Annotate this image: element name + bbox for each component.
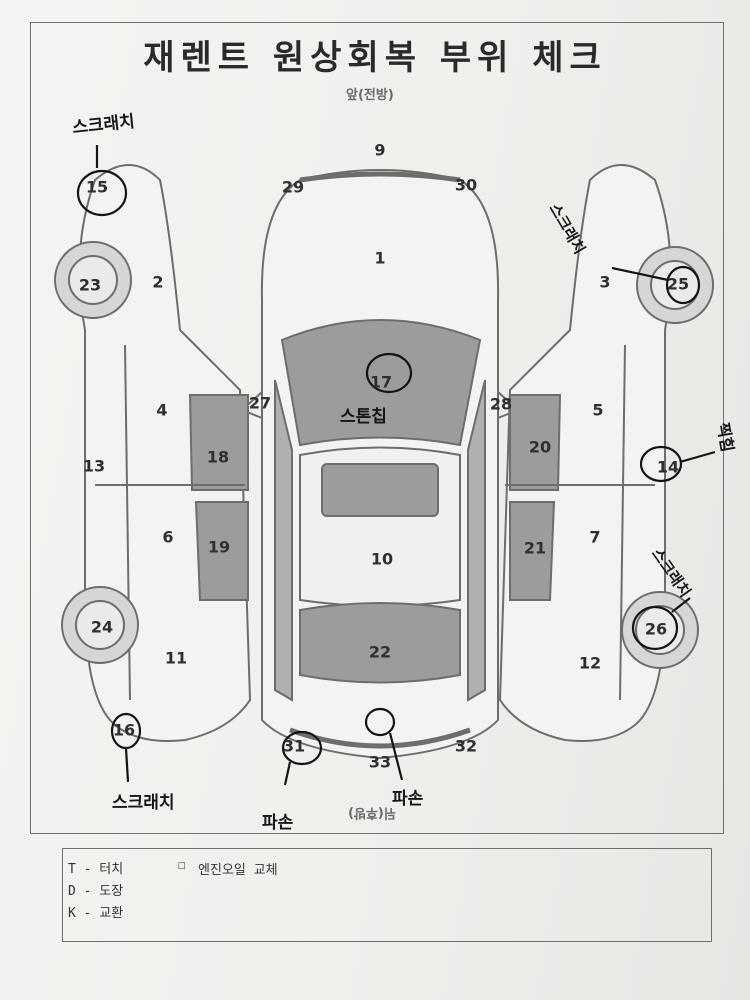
right-front-window-shade <box>509 394 562 491</box>
front-direction-label: 앞(전방) <box>346 88 394 103</box>
ink-annotations <box>76 145 716 786</box>
part-number: 29 <box>281 177 305 197</box>
handwritten-note-31: 파손 <box>262 813 294 833</box>
handwritten-note-16: 스크래치 <box>112 793 175 813</box>
circle-mark-14 <box>639 445 683 483</box>
part-number: 22 <box>368 642 392 662</box>
part-number: 12 <box>578 653 602 673</box>
part-number: 15 <box>85 177 109 197</box>
rear-window-shade <box>299 602 461 684</box>
circle-mark-25 <box>665 265 701 305</box>
part-number: 4 <box>156 400 168 420</box>
part-number: 11 <box>164 648 188 668</box>
part-number: 3 <box>599 272 611 292</box>
part-number: 7 <box>589 527 601 547</box>
car-top-view <box>240 169 520 760</box>
sunroof-shade <box>321 463 439 517</box>
sheet-frame <box>30 22 724 834</box>
part-number: 9 <box>374 140 386 160</box>
part-number: 18 <box>206 447 230 467</box>
handwritten-note-33: 파손 <box>392 789 424 809</box>
oil-change-checkbox[interactable]: ☐ <box>178 858 186 873</box>
part-number: 21 <box>523 538 547 558</box>
part-number: 32 <box>454 736 478 756</box>
windshield-shade <box>280 319 482 447</box>
part-number: 23 <box>78 275 102 295</box>
part-number: 27 <box>248 393 272 413</box>
circle-mark-15 <box>76 169 128 217</box>
circle-mark-17 <box>365 352 413 394</box>
part-number: 19 <box>207 537 231 557</box>
part-number: 5 <box>592 400 604 420</box>
part-number: 10 <box>370 549 394 569</box>
legend-paint: D - 도장 <box>68 884 124 899</box>
car-right-side-view <box>498 164 714 742</box>
left-front-window-shade <box>188 394 249 491</box>
part-number: 2 <box>152 272 164 292</box>
circle-mark-31 <box>281 730 323 766</box>
part-number: 24 <box>90 617 114 637</box>
part-number: 14 <box>656 457 680 477</box>
car-left-side-view <box>54 164 252 742</box>
part-number: 26 <box>644 619 668 639</box>
right-rear-window-shade <box>509 501 556 601</box>
circle-mark-26 <box>631 605 679 651</box>
oil-change-label: 엔진오일 교체 <box>198 863 278 878</box>
part-number: 6 <box>162 527 174 547</box>
part-number: 30 <box>454 175 478 195</box>
part-number: 20 <box>528 437 552 457</box>
legend-touch: T - 터치 <box>68 862 124 877</box>
legend-replace: K - 교환 <box>68 906 124 921</box>
part-number: 25 <box>666 274 690 294</box>
part-number: 31 <box>282 736 306 756</box>
handwritten-note-14: 찍힘 <box>713 421 738 454</box>
part-number: 17 <box>369 372 393 392</box>
part-number: 33 <box>368 752 392 772</box>
part-number: 13 <box>82 456 106 476</box>
part-number: 1 <box>374 248 386 268</box>
legend-box <box>62 848 712 942</box>
part-number: 28 <box>489 394 513 414</box>
handwritten-note-17: 스톤칩 <box>340 407 387 427</box>
sheet-title: 재렌트 원상회복 부위 체크 <box>143 38 607 78</box>
circle-mark-33 <box>364 707 396 737</box>
left-rear-window-shade <box>194 501 249 601</box>
part-number: 16 <box>112 720 136 740</box>
